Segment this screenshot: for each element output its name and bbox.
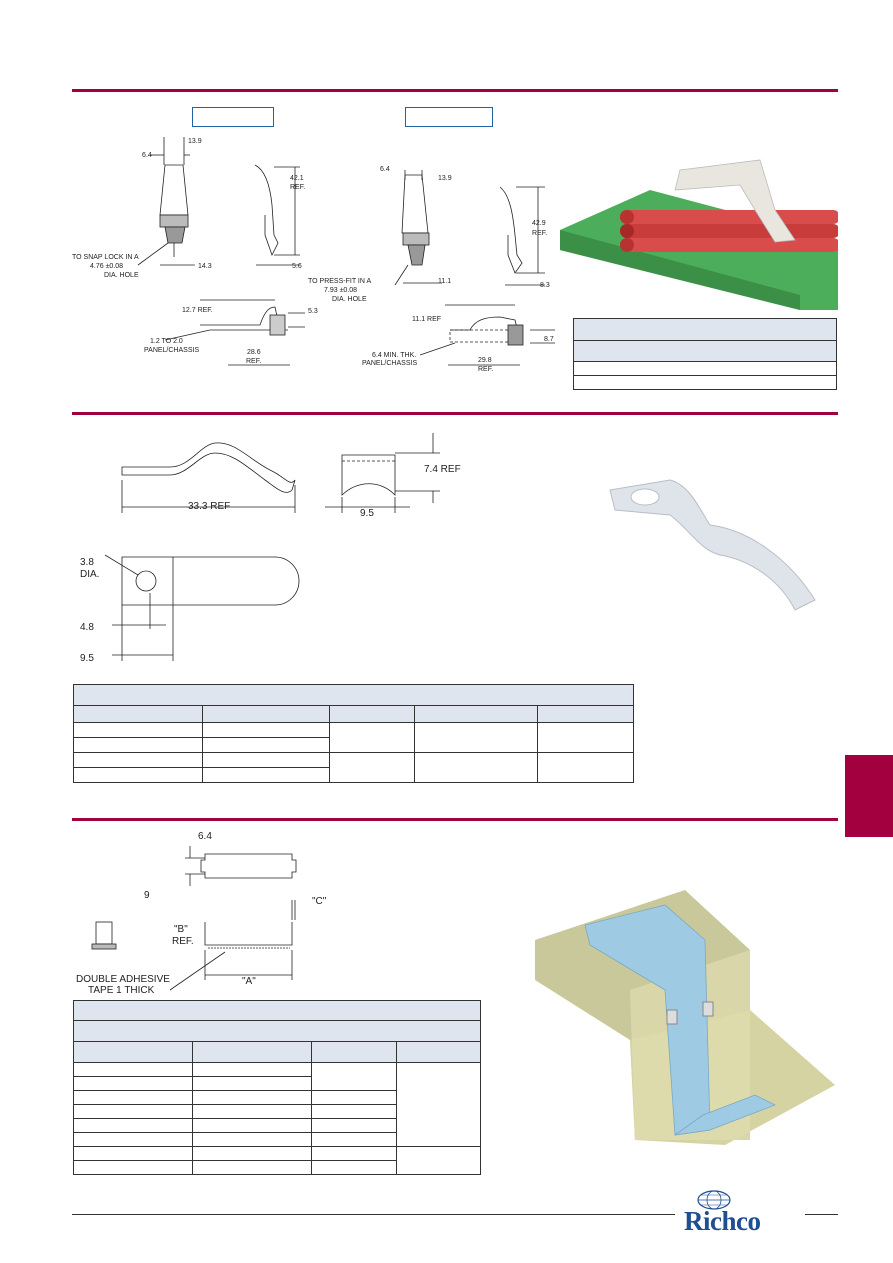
dim-42-1-ref: REF. bbox=[290, 184, 305, 191]
press-note-2: 7.93 ±0.08 bbox=[324, 287, 357, 294]
dim-b-6-4: 6.4 bbox=[380, 166, 390, 173]
product-image-clip bbox=[609, 479, 816, 611]
table-3 bbox=[73, 1000, 481, 1175]
label-box-b bbox=[405, 107, 493, 127]
dim-5-6: 5.6 bbox=[292, 263, 302, 270]
dim-3-8: 3.8 bbox=[80, 557, 94, 568]
dim-9-5-b: 9.5 bbox=[80, 653, 94, 664]
side-tab bbox=[845, 755, 893, 837]
tape-note-1: DOUBLE ADHESIVE bbox=[76, 974, 170, 985]
dim-28-6-ref: REF. bbox=[246, 358, 261, 365]
dim-dia: DIA. bbox=[80, 569, 99, 580]
brand-logo: Richco bbox=[684, 1206, 761, 1236]
dim-7-4: 7.4 REF bbox=[424, 464, 461, 475]
dim-13-9: 13.9 bbox=[188, 138, 202, 145]
snap-note-3: DIA. HOLE bbox=[104, 272, 139, 279]
globe-icon bbox=[697, 1190, 731, 1210]
dim-14-3: 14.3 bbox=[198, 263, 212, 270]
section-rule-1 bbox=[72, 89, 838, 92]
press-note-1: TO PRESS-FIT IN A bbox=[308, 278, 371, 285]
dim-29-8-ref: REF. bbox=[478, 366, 493, 373]
product-image-mount bbox=[560, 159, 838, 310]
dim-b-13-9: 13.9 bbox=[438, 175, 452, 182]
dim-8-7: 8.7 bbox=[544, 336, 554, 343]
dim-b: "B" bbox=[174, 924, 188, 935]
dim-42-9: 42.9 bbox=[532, 220, 546, 227]
label-box-a bbox=[192, 107, 274, 127]
dim-6-4: 6.4 bbox=[142, 152, 152, 159]
dim-9: 9 bbox=[144, 890, 150, 901]
section-rule-2 bbox=[72, 412, 838, 415]
dim-11-1: 11.1 bbox=[438, 278, 451, 285]
clip-drawings: 33.3 REF 7.4 REF 9.5 3.8 DIA. 4.8 9.5 bbox=[80, 433, 461, 664]
press-note-3: DIA. HOLE bbox=[332, 296, 367, 303]
table-2 bbox=[73, 684, 634, 783]
dim-5-3: 5.3 bbox=[308, 308, 318, 315]
footer-rule-left bbox=[72, 1214, 675, 1215]
dim-8-3: 8.3 bbox=[540, 282, 550, 289]
tape-note-2: TAPE 1 THICK bbox=[88, 985, 155, 995]
dim-a: "A" bbox=[242, 976, 256, 987]
dim-28-6: 28.6 bbox=[247, 349, 261, 356]
dim-9-5-a: 9.5 bbox=[360, 508, 374, 519]
snap-note-1: TO SNAP LOCK IN A bbox=[72, 254, 139, 261]
dim-b-ref: REF. bbox=[172, 936, 194, 947]
dim-29-8: 29.8 bbox=[478, 357, 492, 364]
dim-6-4: 6.4 bbox=[198, 831, 212, 842]
table-1 bbox=[573, 318, 837, 390]
dim-33-3: 33.3 REF bbox=[188, 501, 230, 512]
panel-b-note-1: 6.4 MIN. THK. bbox=[372, 352, 416, 359]
panel-b-note-2: PANEL/CHASSIS bbox=[362, 360, 417, 367]
section-rule-3 bbox=[72, 818, 838, 821]
mount-drawings: 6.4 13.9 42.1 REF. TO SNAP LOCK IN A 4.7… bbox=[72, 137, 555, 373]
snap-note-2: 4.76 ±0.08 bbox=[90, 263, 123, 270]
strap-drawings: 6.4 9 "C" "B" REF. "A" DOUBLE ADHESIVE T… bbox=[76, 831, 327, 995]
panel-note-2: PANEL/CHASSIS bbox=[144, 347, 199, 354]
dim-42-1: 42.1 bbox=[290, 175, 304, 182]
dim-4-8: 4.8 bbox=[80, 622, 94, 633]
dim-11-1-ref: 11.1 REF bbox=[412, 316, 441, 323]
footer-rule-right bbox=[805, 1214, 838, 1215]
dim-12-7: 12.7 REF. bbox=[182, 307, 213, 314]
panel-note-1: 1.2 TO 2.0 bbox=[150, 338, 183, 345]
product-image-strap bbox=[535, 890, 835, 1145]
dim-42-9-ref: REF. bbox=[532, 230, 547, 237]
dim-c: "C" bbox=[312, 896, 327, 907]
